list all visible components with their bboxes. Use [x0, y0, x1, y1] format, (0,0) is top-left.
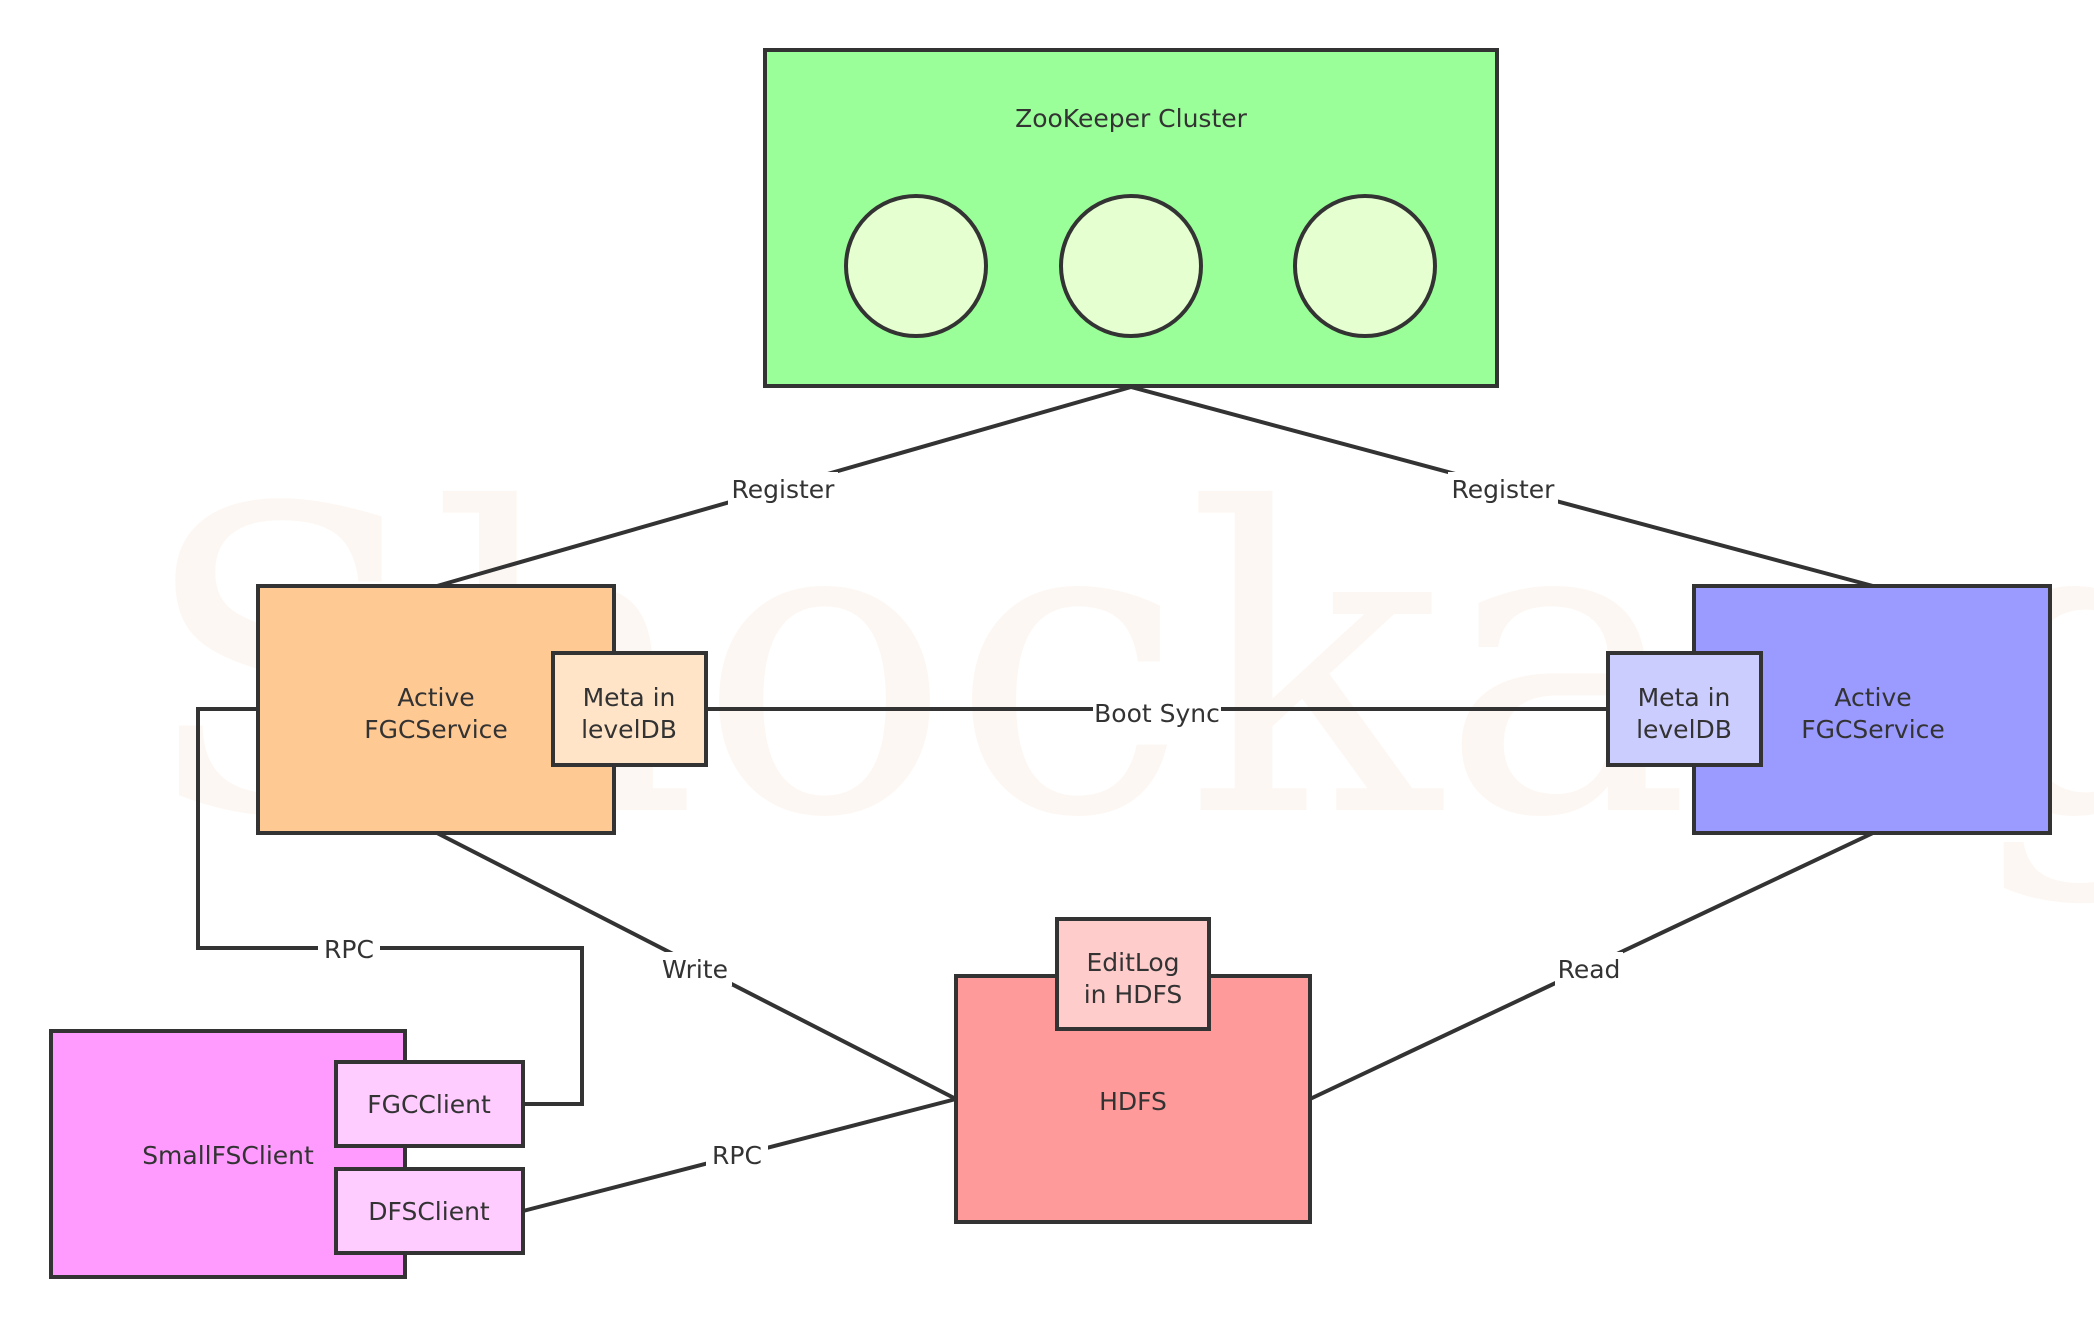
hdfs-label: HDFS [1099, 1087, 1167, 1116]
editlog-box: EditLog in HDFS [1055, 917, 1211, 1031]
fgcclient-box: FGCClient [334, 1060, 525, 1148]
editlog-line1: EditLog [1086, 948, 1179, 977]
label-write: Write [662, 955, 728, 984]
fgcclient-label: FGCClient [367, 1090, 491, 1119]
active-right-line1: Active [1834, 683, 1911, 712]
active-right-line2: FGCService [1801, 715, 1945, 744]
zookeeper-label: ZooKeeper Cluster [1015, 104, 1248, 133]
label-boot-sync: Boot Sync [1094, 699, 1220, 728]
label-rpc-fgc: RPC [324, 935, 374, 964]
dfsclient-label: DFSClient [368, 1197, 490, 1226]
zookeeper-cluster: ZooKeeper Cluster [763, 48, 1499, 388]
meta-right-line2: levelDB [1636, 715, 1732, 744]
meta-leveldb-right: Meta in levelDB [1606, 651, 1763, 767]
label-register-right: Register [1452, 475, 1556, 504]
active-left-line1: Active [397, 683, 474, 712]
smallfsclient-label: SmallFSClient [142, 1141, 314, 1170]
zk-node-2 [1059, 194, 1203, 338]
meta-right-line1: Meta in [1638, 683, 1731, 712]
edge-labels: Register Register Boot Sync RPC Write Re… [318, 472, 1623, 1172]
meta-left-line1: Meta in [583, 683, 676, 712]
label-read: Read [1558, 955, 1621, 984]
meta-leveldb-left: Meta in levelDB [551, 651, 708, 767]
meta-left-line2: levelDB [581, 715, 677, 744]
label-rpc-dfs: RPC [712, 1141, 762, 1170]
label-register-left: Register [732, 475, 836, 504]
editlog-line2: in HDFS [1084, 980, 1183, 1009]
zk-node-1 [844, 194, 988, 338]
dfsclient-box: DFSClient [334, 1167, 525, 1255]
edge-rpc-fgc [196, 707, 584, 1106]
zk-node-3 [1293, 194, 1437, 338]
active-left-line2: FGCService [364, 715, 508, 744]
